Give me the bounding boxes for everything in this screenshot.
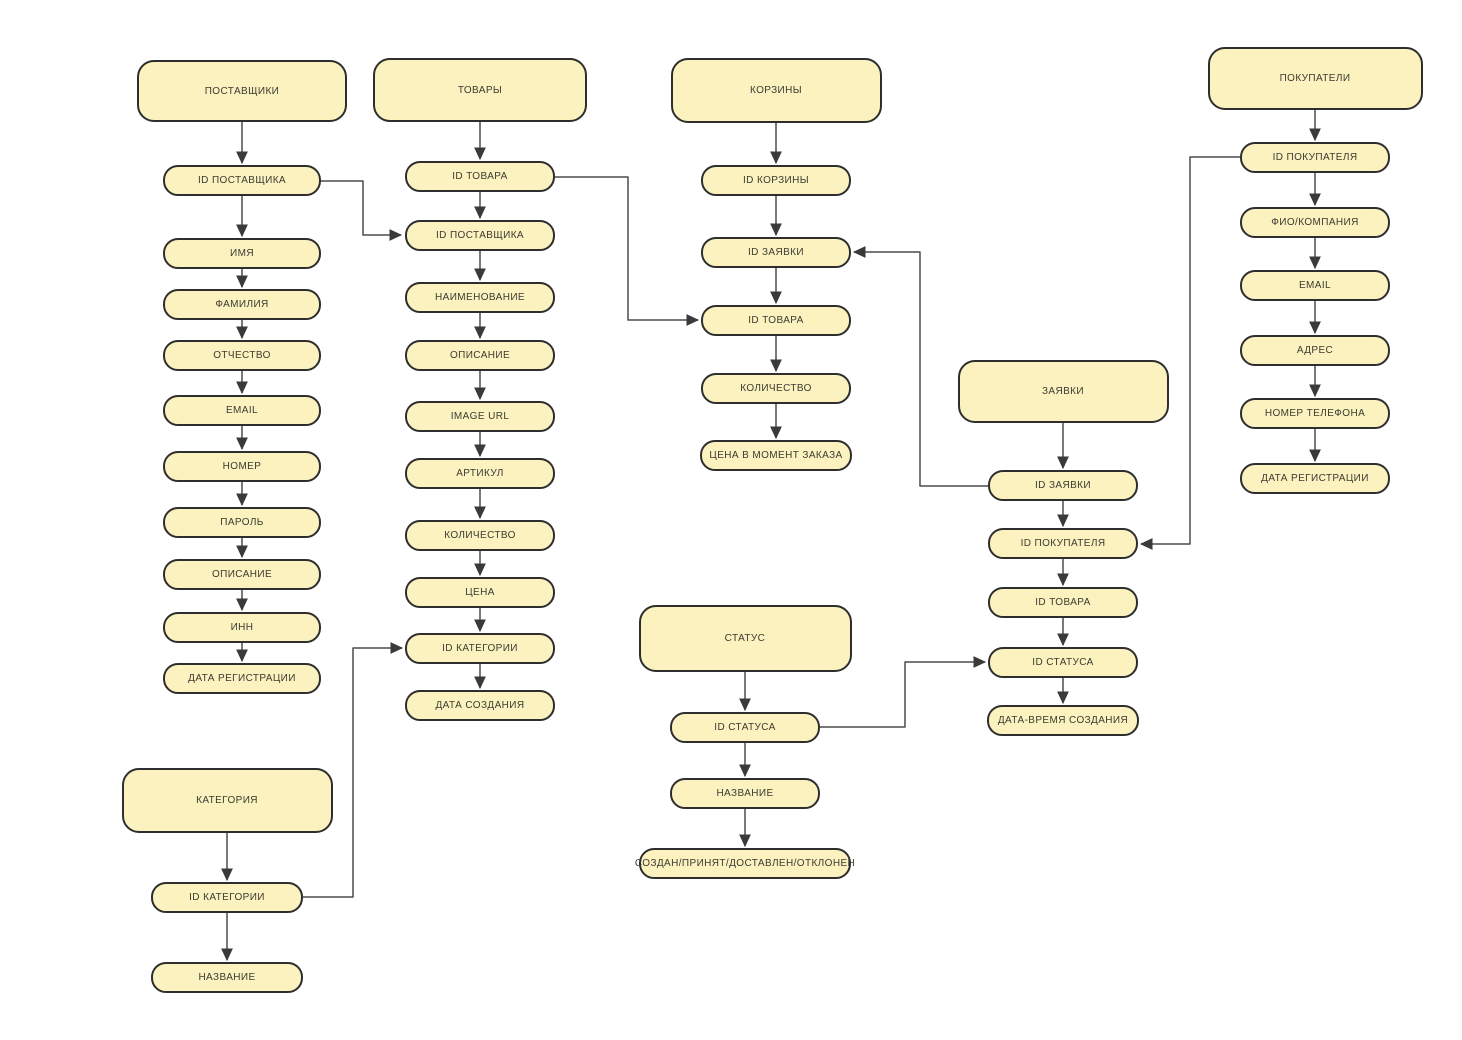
node-buyers-attr-3[interactable]: АДРЕС [1240,335,1390,366]
node-products-attr-5[interactable]: АРТИКУЛ [405,458,555,489]
node-buyers-attr-2[interactable]: EMAIL [1240,270,1390,301]
node-suppliers-attr-3[interactable]: ОТЧЕСТВО [163,340,321,371]
node-suppliers-attr-8[interactable]: ИНН [163,612,321,643]
node-suppliers-attr-9[interactable]: ДАТА РЕГИСТРАЦИИ [163,663,321,694]
node-suppliers-attr-6[interactable]: ПАРОЛЬ [163,507,321,538]
node-suppliers-header[interactable]: ПОСТАВЩИКИ [137,60,347,122]
node-orders-header[interactable]: ЗАЯВКИ [957,360,1169,423]
node-carts-attr-0[interactable]: ID КОРЗИНЫ [701,165,851,196]
connector-order-id-to-cart-order-id [852,246,988,487]
node-suppliers-attr-2[interactable]: ФАМИЛИЯ [163,289,321,320]
node-suppliers-attr-7[interactable]: ОПИСАНИЕ [163,559,321,590]
node-orders-attr-0[interactable]: ID ЗАЯВКИ [988,470,1138,501]
node-products-header[interactable]: ТОВАРЫ [373,58,587,122]
node-suppliers-attr-1[interactable]: ИМЯ [163,238,321,269]
node-products-attr-3[interactable]: ОПИСАНИЕ [405,340,555,371]
node-category-attr-1[interactable]: НАЗВАНИЕ [151,962,303,993]
node-carts-attr-1[interactable]: ID ЗАЯВКИ [701,237,851,268]
node-orders-attr-1[interactable]: ID ПОКУПАТЕЛЯ [988,528,1138,559]
node-carts-attr-3[interactable]: КОЛИЧЕСТВО [701,373,851,404]
node-suppliers-attr-0[interactable]: ID ПОСТАВЩИКА [163,165,321,196]
node-status-attr-1[interactable]: НАЗВАНИЕ [670,778,820,809]
node-products-attr-6[interactable]: КОЛИЧЕСТВО [405,520,555,551]
connector-category-id-to-product-category-id [303,642,404,898]
node-products-attr-7[interactable]: ЦЕНА [405,577,555,608]
node-products-attr-1[interactable]: ID ПОСТАВЩИКА [405,220,555,251]
node-products-attr-9[interactable]: ДАТА СОЗДАНИЯ [405,690,555,721]
node-buyers-attr-4[interactable]: НОМЕР ТЕЛЕФОНА [1240,398,1390,429]
node-category-header[interactable]: КАТЕГОРИЯ [121,768,333,833]
connector-status-id-to-order-status-id [820,656,987,728]
node-products-attr-0[interactable]: ID ТОВАРА [405,161,555,192]
node-status-header[interactable]: СТАТУС [638,605,852,672]
node-buyers-attr-1[interactable]: ФИО/КОМПАНИЯ [1240,207,1390,238]
node-buyers-header[interactable]: ПОКУПАТЕЛИ [1207,47,1423,110]
node-orders-attr-3[interactable]: ID СТАТУСА [988,647,1138,678]
node-products-attr-4[interactable]: IMAGE URL [405,401,555,432]
node-buyers-attr-5[interactable]: ДАТА РЕГИСТРАЦИИ [1240,463,1390,494]
node-products-attr-2[interactable]: НАИМЕНОВАНИЕ [405,282,555,313]
node-buyers-attr-0[interactable]: ID ПОКУПАТЕЛЯ [1240,142,1390,173]
node-suppliers-attr-5[interactable]: НОМЕР [163,451,321,482]
node-products-attr-8[interactable]: ID КАТЕГОРИИ [405,633,555,664]
node-status-attr-2[interactable]: СОЗДАН/ПРИНЯТ/ДОСТАВЛЕН/ОТКЛОНЕН [635,848,855,879]
node-suppliers-attr-4[interactable]: EMAIL [163,395,321,426]
connector-product-id-to-cart-product-id [555,176,700,326]
node-carts-attr-4[interactable]: ЦЕНА В МОМЕНТ ЗАКАЗА [700,440,852,471]
connector-buyer-id-to-order-buyer-id [1139,156,1240,550]
node-status-attr-0[interactable]: ID СТАТУСА [670,712,820,743]
connector-supplier-id-to-product-supplier-id [321,180,403,241]
node-carts-attr-2[interactable]: ID ТОВАРА [701,305,851,336]
node-orders-attr-4[interactable]: ДАТА-ВРЕМЯ СОЗДАНИЯ [987,705,1139,736]
node-category-attr-0[interactable]: ID КАТЕГОРИИ [151,882,303,913]
node-orders-attr-2[interactable]: ID ТОВАРА [988,587,1138,618]
node-carts-header[interactable]: КОРЗИНЫ [670,58,882,123]
